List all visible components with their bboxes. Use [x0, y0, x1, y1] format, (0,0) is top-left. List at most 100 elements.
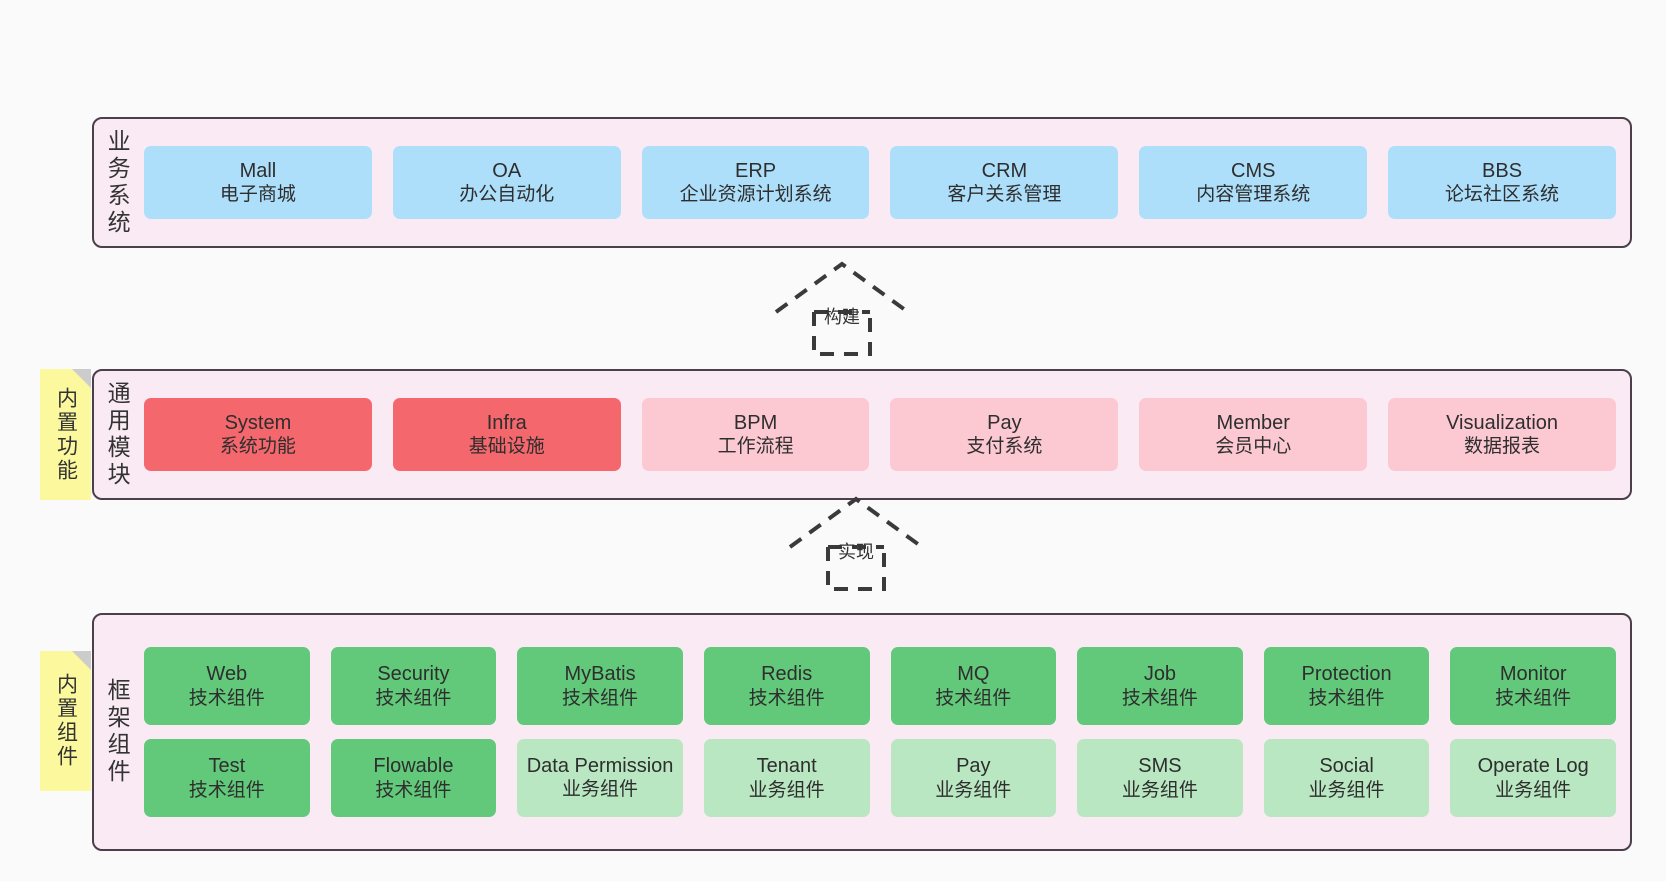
node-erp-en: ERP	[735, 159, 777, 182]
node-cms[interactable]: CMS 内容管理系统	[1139, 146, 1368, 219]
node-web[interactable]: Web 技术组件	[144, 647, 310, 725]
sticky-fold-corner-icon	[72, 369, 91, 388]
node-flowable[interactable]: Flowable 技术组件	[330, 739, 497, 817]
node-job[interactable]: Job 技术组件	[1077, 647, 1243, 725]
node-pay-component-en: Pay	[956, 755, 991, 778]
node-data-permission-cn: 业务组件	[562, 779, 639, 801]
node-cms-cn: 内容管理系统	[1196, 184, 1311, 206]
node-flowable-en: Flowable	[373, 755, 454, 778]
layer-framework-title-text: 框架组件	[104, 678, 131, 786]
node-social-cn: 业务组件	[1308, 779, 1385, 801]
node-sms-en: SMS	[1138, 755, 1182, 778]
node-monitor[interactable]: Monitor 技术组件	[1450, 647, 1616, 725]
sticky-note-builtin-features-text: 内置功能	[54, 386, 78, 483]
node-bpm[interactable]: BPM 工作流程	[641, 398, 870, 471]
modules-node-row: System 系统功能 Infra 基础设施 BPM 工作流程 Pay 支付系统…	[144, 398, 1616, 471]
node-tenant-en: Tenant	[756, 755, 817, 778]
node-redis-en: Redis	[761, 663, 813, 686]
node-job-cn: 技术组件	[1121, 687, 1198, 709]
node-sms[interactable]: SMS 业务组件	[1077, 739, 1243, 817]
node-security[interactable]: Security 技术组件	[330, 647, 497, 725]
node-visualization-cn: 数据报表	[1464, 436, 1541, 458]
node-visualization[interactable]: Visualization 数据报表	[1388, 398, 1616, 471]
layer-modules-title: 通用模块	[94, 371, 140, 498]
layer-business-systems: 业务系统 Mall 电子商城 OA 办公自动化 ERP 企业资源计划系统 CRM	[92, 117, 1632, 248]
layer-business-title: 业务系统	[94, 119, 140, 246]
node-pay-module[interactable]: Pay 支付系统	[890, 398, 1119, 471]
node-bbs[interactable]: BBS 论坛社区系统	[1388, 146, 1616, 219]
node-crm-cn: 客户关系管理	[947, 184, 1062, 206]
sticky-note-builtin-components: 内置组件	[40, 651, 91, 791]
connector-realize-label: 实现	[838, 542, 874, 562]
node-erp-cn: 企业资源计划系统	[679, 184, 832, 206]
node-mq-cn: 技术组件	[935, 687, 1012, 709]
node-redis-cn: 技术组件	[748, 687, 825, 709]
node-mybatis-en: MyBatis	[564, 663, 636, 686]
node-system[interactable]: System 系统功能	[144, 398, 372, 471]
node-protection-en: Protection	[1301, 663, 1392, 686]
node-oa-cn: 办公自动化	[459, 184, 555, 206]
generalization-arrow-icon	[774, 261, 910, 356]
node-sms-cn: 业务组件	[1121, 779, 1198, 801]
node-test[interactable]: Test 技术组件	[144, 739, 310, 817]
node-social[interactable]: Social 业务组件	[1263, 739, 1430, 817]
framework-business-row: Test 技术组件 Flowable 技术组件 Data Permission …	[144, 739, 1616, 817]
sticky-note-builtin-features: 内置功能	[40, 369, 91, 500]
node-visualization-en: Visualization	[1446, 411, 1559, 434]
node-redis[interactable]: Redis 技术组件	[703, 647, 870, 725]
node-crm[interactable]: CRM 客户关系管理	[890, 146, 1119, 219]
node-bbs-cn: 论坛社区系统	[1445, 184, 1560, 206]
node-protection[interactable]: Protection 技术组件	[1263, 647, 1430, 725]
node-mall[interactable]: Mall 电子商城	[144, 146, 372, 219]
node-system-en: System	[224, 411, 292, 434]
node-protection-cn: 技术组件	[1308, 687, 1385, 709]
arrow-head-path	[774, 261, 910, 314]
node-cms-en: CMS	[1231, 159, 1276, 182]
layer-modules-body: System 系统功能 Infra 基础设施 BPM 工作流程 Pay 支付系统…	[140, 371, 1630, 498]
node-web-en: Web	[206, 663, 248, 686]
layer-business-title-text: 业务系统	[104, 128, 131, 237]
node-data-permission-en: Data Permission	[526, 754, 674, 777]
sticky-fold-corner-icon	[72, 651, 91, 670]
layer-framework-title: 框架组件	[94, 615, 140, 849]
node-mq[interactable]: MQ 技术组件	[890, 647, 1057, 725]
node-test-en: Test	[208, 755, 246, 778]
node-flowable-cn: 技术组件	[375, 779, 452, 801]
node-monitor-en: Monitor	[1499, 663, 1567, 686]
node-member[interactable]: Member 会员中心	[1139, 398, 1368, 471]
node-member-cn: 会员中心	[1215, 436, 1292, 458]
layer-business-body: Mall 电子商城 OA 办公自动化 ERP 企业资源计划系统 CRM 客户关系…	[140, 119, 1630, 246]
node-oa[interactable]: OA 办公自动化	[392, 146, 621, 219]
node-job-en: Job	[1143, 663, 1177, 686]
framework-tech-row: Web 技术组件 Security 技术组件 MyBatis 技术组件 Redi…	[144, 647, 1616, 725]
node-tenant-cn: 业务组件	[748, 779, 825, 801]
node-system-cn: 系统功能	[219, 436, 296, 458]
node-mq-en: MQ	[957, 663, 990, 686]
node-data-permission[interactable]: Data Permission 业务组件	[517, 739, 683, 817]
node-pay-component[interactable]: Pay 业务组件	[890, 739, 1057, 817]
node-test-cn: 技术组件	[188, 779, 265, 801]
node-mall-cn: 电子商城	[219, 184, 296, 206]
node-operate-log[interactable]: Operate Log 业务组件	[1450, 739, 1616, 817]
node-mybatis[interactable]: MyBatis 技术组件	[517, 647, 683, 725]
node-pay-module-cn: 支付系统	[966, 436, 1043, 458]
node-security-en: Security	[377, 663, 450, 686]
layer-framework-components: 框架组件 Web 技术组件 Security 技术组件 MyBatis 技术组件…	[92, 613, 1632, 851]
connector-realize: 实现	[776, 493, 936, 593]
node-tenant[interactable]: Tenant 业务组件	[703, 739, 870, 817]
node-member-en: Member	[1216, 411, 1290, 434]
node-operate-log-cn: 业务组件	[1495, 779, 1572, 801]
connector-build-label: 构建	[824, 307, 860, 327]
connector-build: 构建	[762, 258, 922, 358]
business-node-row: Mall 电子商城 OA 办公自动化 ERP 企业资源计划系统 CRM 客户关系…	[144, 146, 1616, 219]
node-infra[interactable]: Infra 基础设施	[392, 398, 621, 471]
node-infra-en: Infra	[486, 411, 527, 434]
node-monitor-cn: 技术组件	[1495, 687, 1572, 709]
node-security-cn: 技术组件	[375, 687, 452, 709]
node-pay-module-en: Pay	[987, 411, 1022, 434]
node-erp[interactable]: ERP 企业资源计划系统	[641, 146, 870, 219]
node-operate-log-en: Operate Log	[1477, 755, 1589, 778]
node-bbs-en: BBS	[1482, 159, 1523, 182]
arrow-head-path	[788, 496, 924, 549]
